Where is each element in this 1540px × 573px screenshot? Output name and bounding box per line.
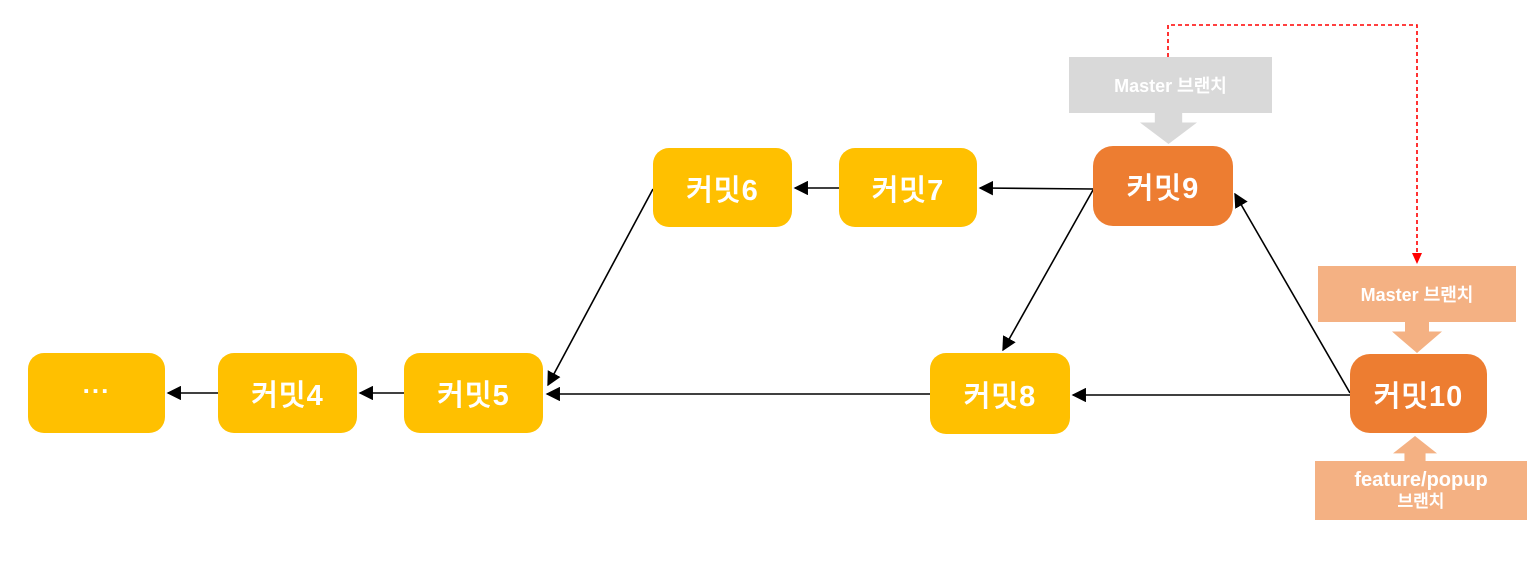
- edge-commit10-to-commit9: [1234, 192, 1351, 394]
- node-label: ...: [82, 368, 111, 399]
- node-label: 커밋7: [871, 174, 945, 207]
- node-commit4: 커밋4: [218, 353, 357, 433]
- node-label: 커밋10: [1373, 380, 1464, 413]
- edge-commit9-to-commit7: [978, 180, 1094, 196]
- edge-commit6-to-commit5: [547, 188, 654, 387]
- branch-label-feature-popup: feature/popup 브랜치: [1315, 461, 1527, 520]
- node-label: 커밋8: [963, 380, 1037, 413]
- node-commit8: 커밋8: [930, 353, 1070, 434]
- branch-label-text-line2: 브랜치: [1397, 492, 1445, 512]
- node-commit10: 커밋10: [1350, 354, 1487, 433]
- node-label: 커밋5: [437, 380, 510, 412]
- branch-label-master-old: Master 브랜치: [1069, 57, 1272, 113]
- master-label-move-arrowhead: [1412, 253, 1422, 264]
- node-commit5: 커밋5: [404, 353, 543, 433]
- edge-master-label-move-dashed: [1167, 24, 1418, 253]
- branch-label-master-new: Master 브랜치: [1318, 266, 1516, 322]
- node-commit-earlier: ...: [28, 353, 165, 433]
- node-label: 커밋4: [251, 380, 324, 412]
- node-commit9: 커밋9: [1093, 146, 1233, 226]
- node-label: 커밋9: [1126, 173, 1200, 205]
- branch-label-text: Master 브랜치: [1114, 76, 1227, 96]
- branch-label-text: Master 브랜치: [1360, 285, 1474, 305]
- node-commit6: 커밋6: [653, 148, 792, 227]
- branch-label-text-line1: feature/popup: [1354, 469, 1488, 492]
- node-label: 커밋6: [686, 174, 759, 207]
- edge-commit9-to-commit8: [1002, 189, 1094, 352]
- node-commit7: 커밋7: [839, 148, 977, 227]
